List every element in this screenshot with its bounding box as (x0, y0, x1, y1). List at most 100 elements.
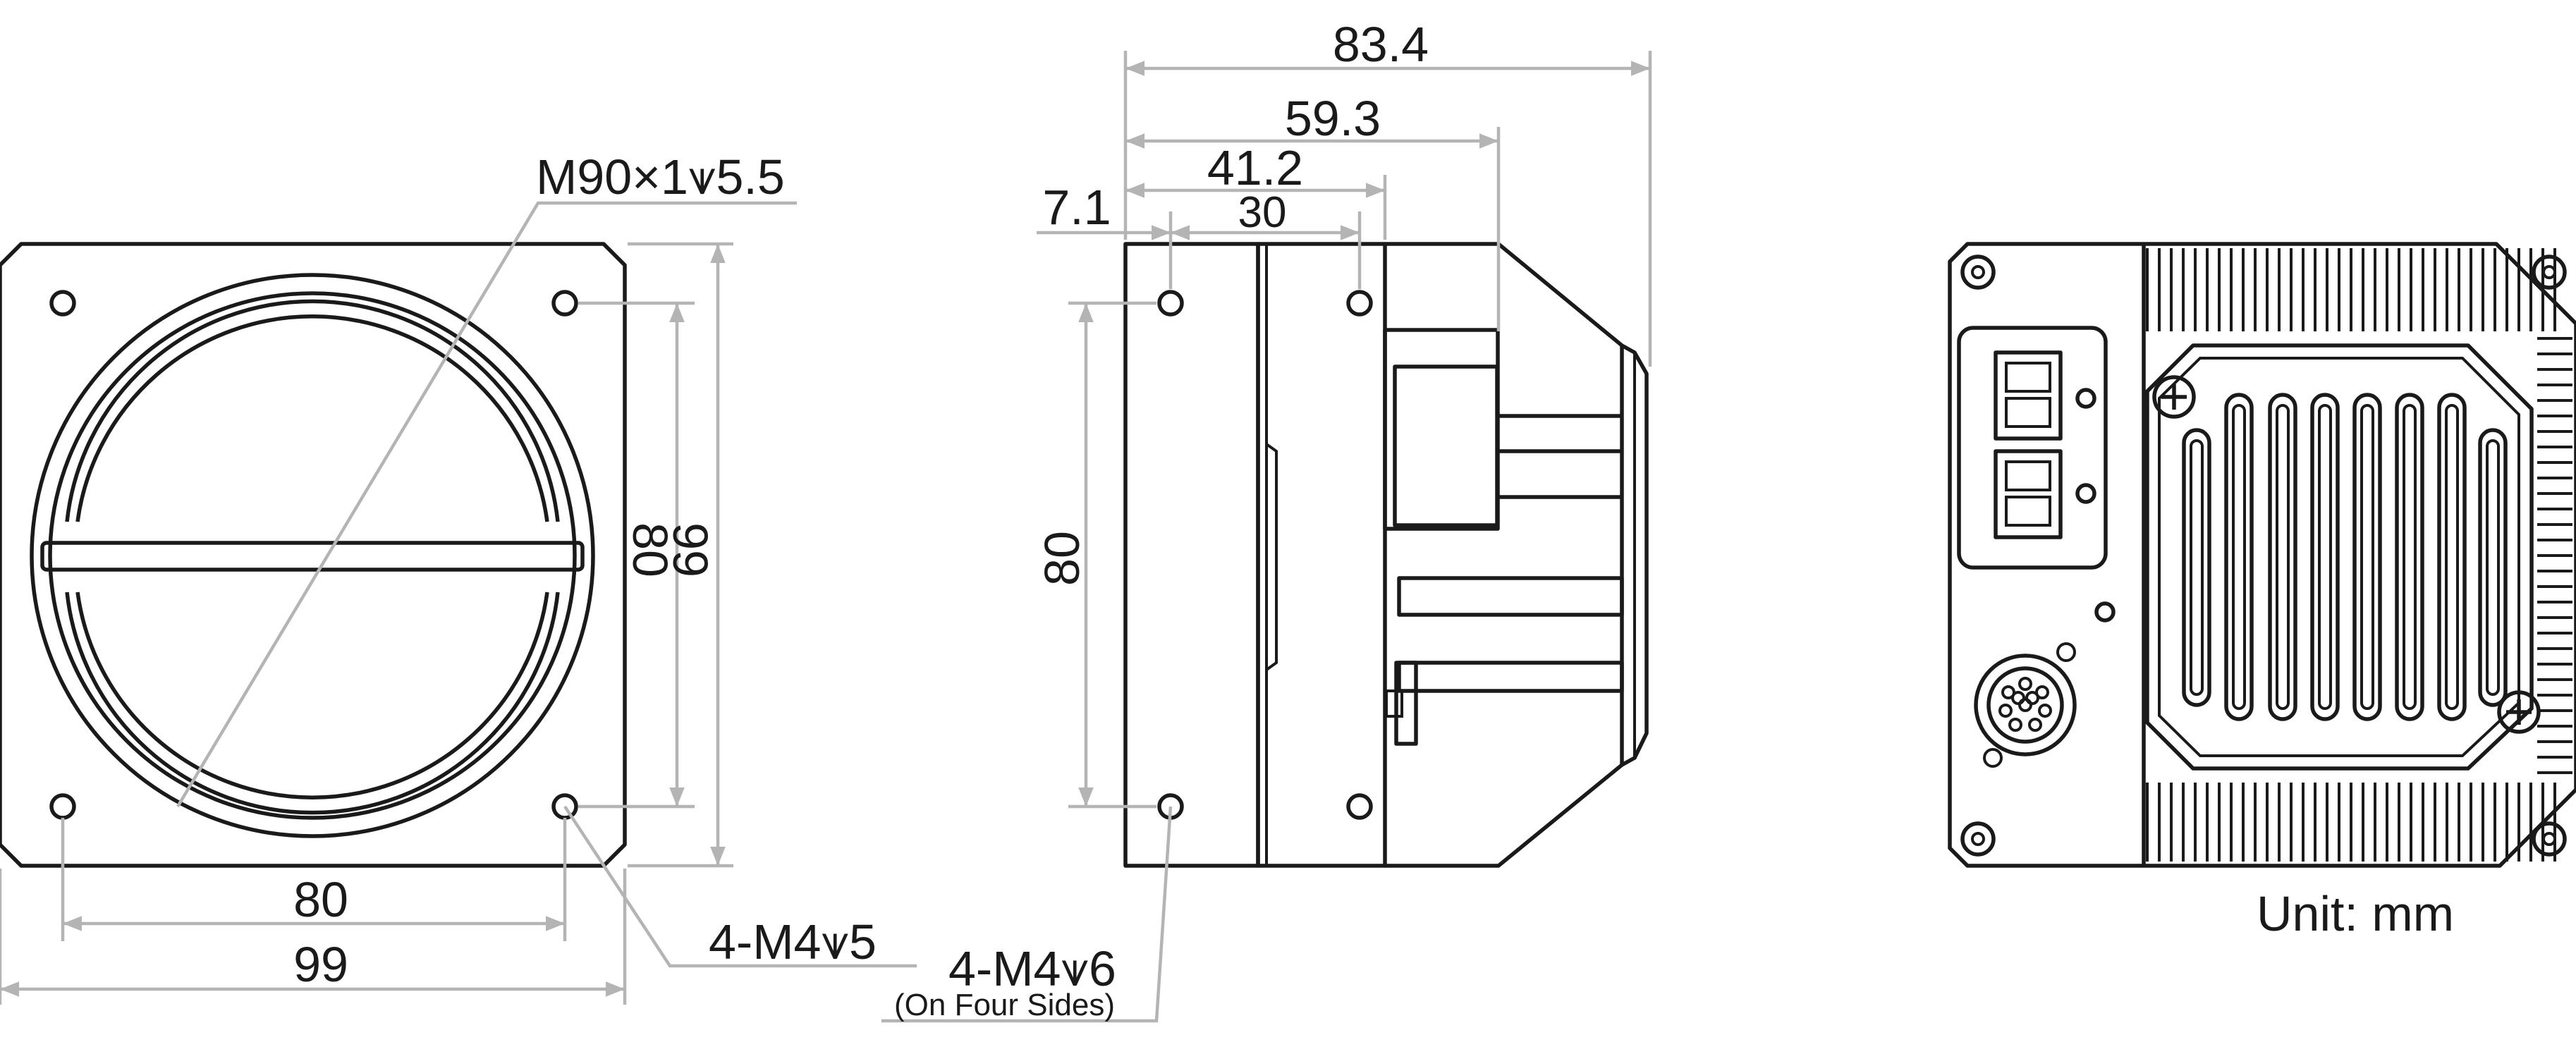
vent-slot (2437, 393, 2467, 721)
side-dim-7: 7.1 (1042, 180, 1111, 235)
mount-arc-lower (65, 592, 560, 815)
side-end-cap (1620, 343, 1649, 767)
side-hole-label: 4-M4⩛6 (948, 941, 1116, 996)
side-hole-leader (881, 806, 1173, 1023)
vent-slot (2182, 428, 2211, 707)
back-port-2 (1994, 449, 2063, 539)
side-rail-1 (1397, 576, 1624, 617)
io-pin (2011, 691, 2025, 705)
back-port-1-slot-a (2005, 362, 2051, 393)
side-rail-2 (1397, 661, 1624, 693)
vent-slot-inner (2445, 404, 2459, 710)
unit-label: Unit: mm (2257, 886, 2454, 941)
back-io-connector (1974, 654, 2077, 756)
mount-arc-upper-inner (75, 314, 549, 522)
back-io-connector-inner (1986, 666, 2064, 744)
io-pin (2028, 718, 2042, 732)
front-hole-tr (551, 290, 578, 317)
back-heat-sink (2142, 244, 2572, 866)
vent-slot-inner (2190, 439, 2204, 696)
mount-ring-outer (30, 273, 595, 838)
vent-slot (2352, 393, 2382, 721)
back-view: Unit: mm (1948, 242, 2576, 941)
mount-arc-upper (65, 299, 560, 522)
side-hole-tl (1157, 290, 1184, 317)
side-connector-frame (1383, 328, 1500, 531)
back-port-2-slot-a (2005, 460, 2051, 491)
side-port (1394, 661, 1418, 746)
front-dim-99-v: 99 (663, 522, 718, 577)
side-dim-59: 59.3 (1285, 91, 1381, 146)
back-hole-br (2532, 821, 2567, 857)
vent-slot (2224, 393, 2254, 721)
vent-slot (2310, 393, 2340, 721)
back-body-outline (1948, 242, 2576, 868)
side-dim-30: 30 (1238, 188, 1287, 237)
back-hole-tl (1960, 255, 1996, 290)
vent-slot-inner (2360, 404, 2374, 710)
vent-slot-inner (2276, 404, 2290, 710)
back-plate-screw-br-cross (2506, 699, 2532, 725)
thread-leader-line (176, 201, 797, 808)
side-dim-80-v: 80 (1034, 531, 1089, 586)
io-pin (2018, 677, 2032, 691)
side-rear-body (1385, 242, 1624, 868)
back-port-1 (1994, 350, 2063, 441)
back-hole-bl (1960, 821, 1996, 857)
sensor-bar (40, 541, 585, 572)
back-plate-screw-tl (2152, 375, 2196, 419)
front-dim-80-v: 80 (623, 522, 678, 577)
io-pin (2018, 698, 2032, 712)
side-housing-mid (1256, 242, 1387, 868)
back-vent-plate-inner (2158, 357, 2520, 757)
mount-ring-inner (48, 291, 577, 820)
vent-slot-inner (2403, 404, 2417, 710)
vent-slot-inner (2486, 439, 2500, 696)
front-hole-bl (49, 793, 76, 820)
front-hole-tl (49, 290, 76, 317)
side-port-slot (1385, 689, 1403, 718)
side-hole-note: (On Four Sides) (894, 988, 1115, 1022)
io-pin (2038, 704, 2052, 718)
side-notch (1265, 443, 1278, 671)
back-io-screw (1983, 748, 2003, 768)
side-hole-tr (1346, 290, 1373, 317)
back-port-2-slot-b (2005, 496, 2051, 527)
vent-slot (2268, 393, 2297, 721)
back-led-3 (2094, 601, 2116, 623)
side-view: 83.4 59.3 41.2 30 7.1 80 4-M4⩛6 (On Four… (881, 17, 1652, 1023)
back-hole-tr-inner (2542, 265, 2556, 279)
vent-slot-inner (2318, 404, 2332, 710)
front-dim-99-h: 99 (293, 937, 348, 992)
back-led-1 (2075, 388, 2096, 409)
back-hole-tr (2532, 255, 2567, 290)
vent-slot-inner (2232, 404, 2246, 710)
back-vent-plate (2145, 343, 2534, 771)
back-led-2 (2075, 483, 2096, 504)
back-connector-panel (1957, 326, 2108, 570)
back-io-screw-2 (2056, 642, 2076, 662)
io-pin (2008, 718, 2022, 732)
back-plate-screw-tl-cross (2161, 384, 2187, 410)
front-plate-outline (0, 242, 627, 868)
side-housing-front (1123, 242, 1260, 868)
vent-slot (2478, 428, 2508, 707)
back-hole-br-inner (2542, 832, 2556, 846)
mount-arc-lower-inner (75, 592, 549, 799)
front-dim-80-h: 80 (293, 872, 348, 927)
io-pin (2025, 691, 2039, 705)
side-connector-block (1393, 364, 1499, 527)
side-dim-83: 83.4 (1333, 17, 1429, 72)
back-hole-bl-inner (1971, 832, 1985, 846)
front-hole-label: 4-M4⩛5 (709, 914, 877, 969)
side-dim-41: 41.2 (1207, 140, 1303, 195)
back-io-pins (1998, 677, 2052, 732)
side-hole-br (1346, 793, 1373, 820)
back-port-1-slot-b (2005, 397, 2051, 428)
back-hole-tl-inner (1971, 265, 1985, 279)
back-plate-screw-br (2497, 690, 2541, 734)
thread-label: M90×1⩛5.5 (536, 149, 785, 204)
back-vent-slots (2182, 393, 2508, 721)
vent-slot (2395, 393, 2424, 721)
